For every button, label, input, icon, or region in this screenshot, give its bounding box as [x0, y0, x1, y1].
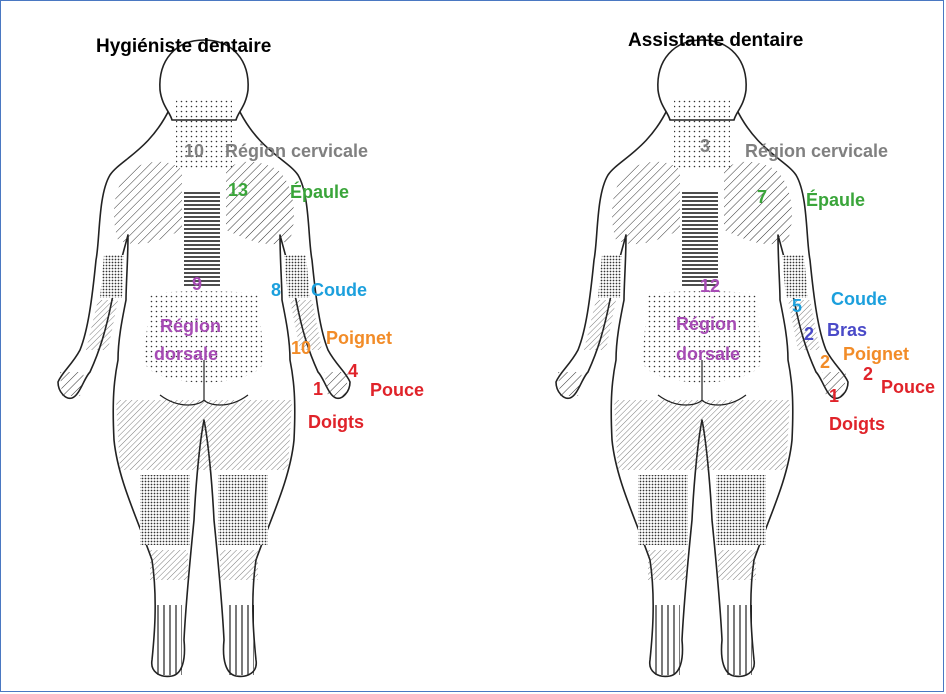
left-title: Hygiéniste dentaire: [96, 36, 271, 57]
left-thumb-label: Pouce: [370, 380, 424, 400]
right-cervical-label: Région cervicale: [745, 141, 888, 161]
left-elbow-label: Coude: [311, 280, 367, 300]
right-fingers-count: 1: [829, 386, 839, 406]
left-wrist-count: 10: [291, 338, 311, 358]
right-dorsal-count: 12: [700, 276, 720, 296]
right-arm-label: Bras: [827, 320, 867, 340]
right-shoulder-label: Épaule: [806, 189, 865, 210]
right-elbow-label: Coude: [831, 289, 887, 309]
right-thumb-count: 2: [863, 364, 873, 384]
left-cervical-count: 10: [184, 141, 204, 161]
right-thumb-label: Pouce: [881, 377, 935, 397]
right-wrist-label: Poignet: [843, 344, 909, 364]
right-dorsal-label-line1: Région: [676, 314, 737, 334]
right-shoulder-count: 7: [757, 187, 767, 207]
left-thumb-count: 4: [348, 361, 358, 381]
left-dorsal-count: 9: [192, 274, 202, 294]
left-cervical-label: Région cervicale: [225, 141, 368, 161]
right-arm-count: 2: [804, 324, 814, 344]
right-cervical-count: 3: [700, 136, 710, 156]
right-title: Assistante dentaire: [628, 30, 803, 51]
left-fingers-label: Doigts: [308, 412, 364, 432]
right-fingers-label: Doigts: [829, 414, 885, 434]
right-elbow-count: 5: [792, 296, 802, 316]
left-dorsal-label-line2: dorsale: [154, 344, 218, 364]
left-dorsal-label-line1: Région: [160, 316, 221, 336]
left-fingers-count: 1: [313, 379, 323, 399]
left-shoulder-count: 13: [228, 180, 248, 200]
right-wrist-count: 2: [820, 352, 830, 372]
left-wrist-label: Poignet: [326, 328, 392, 348]
left-elbow-count: 8: [271, 280, 281, 300]
left-shoulder-label: Épaule: [290, 181, 349, 202]
right-dorsal-label-line2: dorsale: [676, 344, 740, 364]
